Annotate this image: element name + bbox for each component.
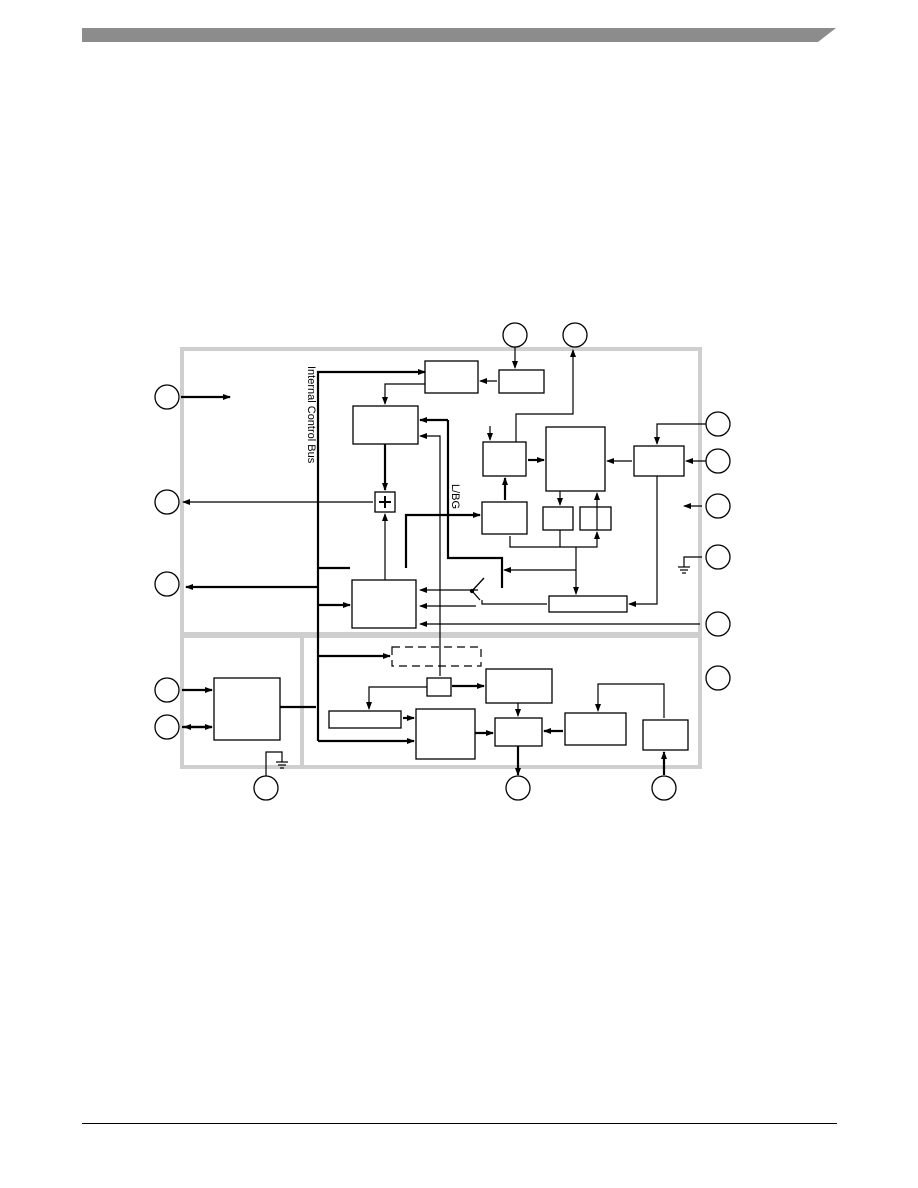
block-mid-lower [481, 501, 528, 535]
block-tiny [426, 677, 452, 697]
block-left-lower [213, 677, 281, 741]
block-large-right [545, 426, 606, 492]
pin-bottom-3 [651, 775, 677, 801]
ground-icon-bottom [276, 761, 288, 769]
block-wide-strip [548, 595, 628, 613]
blocks [213, 360, 689, 760]
block-lower-right-mid [564, 712, 627, 746]
pin-right-2 [705, 448, 731, 474]
block-long-strip [328, 710, 402, 729]
pin-bottom-2 [505, 775, 531, 801]
block-top-right [498, 369, 545, 394]
block-small-a [542, 506, 574, 531]
signal-lines [182, 347, 706, 776]
block-lower-small [494, 717, 543, 747]
label-lbg: L/BG [449, 484, 461, 509]
ground-icon [678, 556, 702, 574]
pin-bottom-1 [253, 775, 279, 801]
block-lower-mid [415, 708, 476, 760]
pin-right-3 [705, 493, 731, 519]
pin-right-4 [705, 544, 731, 570]
label-internal-control-bus: Internal Control Bus [305, 366, 317, 464]
header-bar-shape [82, 28, 836, 42]
bus-lines [181, 369, 667, 776]
partitions [180, 347, 702, 769]
block-lower-right-top [485, 668, 553, 704]
footer-rule [82, 1123, 837, 1124]
switch-symbol [469, 577, 485, 601]
pin-left-4 [154, 677, 180, 703]
block-lower-controller [351, 579, 417, 629]
pin-right-5 [705, 611, 731, 637]
block-right-input [633, 445, 685, 477]
pin-right-1 [705, 411, 731, 437]
block-dashed [391, 646, 482, 667]
pin-right-6 [705, 665, 731, 691]
block-small-b [579, 506, 612, 531]
header-bar [82, 28, 836, 42]
pins [154, 322, 731, 801]
pin-left-2 [154, 489, 180, 515]
pin-top-left [502, 322, 528, 348]
pin-left-3 [154, 571, 180, 597]
partition-lower-right [300, 634, 702, 769]
block-lower-far-right [642, 719, 689, 751]
main-bus [316, 369, 426, 741]
plus-icon [379, 496, 391, 508]
pin-top-right [562, 322, 588, 348]
pin-left-5 [154, 714, 180, 740]
pin-left-1 [154, 384, 180, 410]
block-top-center [424, 360, 479, 394]
block-mid-small [482, 441, 527, 477]
block-controller [352, 405, 419, 445]
